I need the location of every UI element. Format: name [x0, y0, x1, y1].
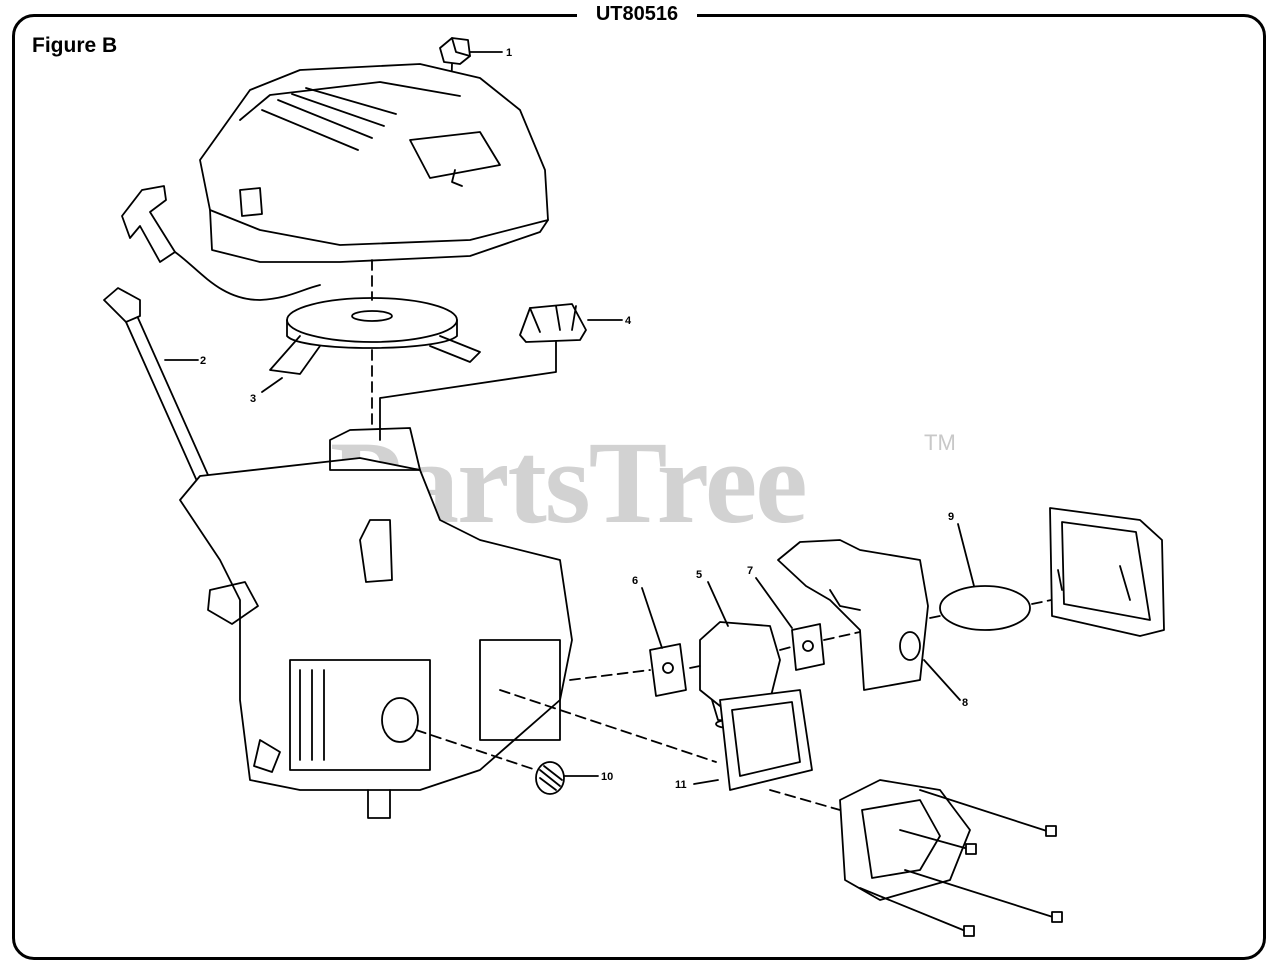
head-bolts[interactable] — [859, 789, 1063, 937]
gasket-6[interactable] — [649, 643, 687, 697]
figure-label: Figure B — [32, 34, 118, 57]
callout-9: 9 — [948, 511, 954, 523]
callout-4: 4 — [625, 315, 632, 327]
callout-labels: 1 2 3 4 5 6 7 8 9 10 11 — [200, 47, 968, 791]
callout-6: 6 — [632, 575, 638, 587]
callout-5: 5 — [696, 569, 702, 581]
model-number-title: UT80516 — [577, 2, 697, 26]
valve-cover[interactable] — [769, 779, 971, 901]
air-filter-housing[interactable] — [777, 539, 929, 691]
filter-screen[interactable] — [415, 729, 565, 795]
gasket-7[interactable] — [791, 623, 825, 671]
fuel-cap[interactable] — [379, 303, 587, 441]
callout-10: 10 — [601, 771, 613, 783]
callout-7: 7 — [747, 565, 753, 577]
callout-8: 8 — [962, 697, 968, 709]
callout-3: 3 — [250, 393, 256, 405]
engine-block[interactable] — [179, 427, 573, 819]
engine-shroud[interactable] — [199, 63, 549, 263]
head-gasket[interactable] — [499, 689, 813, 791]
recoil-starter[interactable] — [269, 259, 481, 431]
callout-2: 2 — [200, 355, 206, 367]
air-filter-cover[interactable] — [1049, 507, 1165, 637]
trademark-symbol: TM — [924, 430, 956, 455]
starter-handle[interactable] — [121, 185, 321, 301]
callout-11: 11 — [675, 779, 687, 791]
callout-leaders — [164, 51, 975, 785]
callout-1: 1 — [506, 47, 512, 59]
